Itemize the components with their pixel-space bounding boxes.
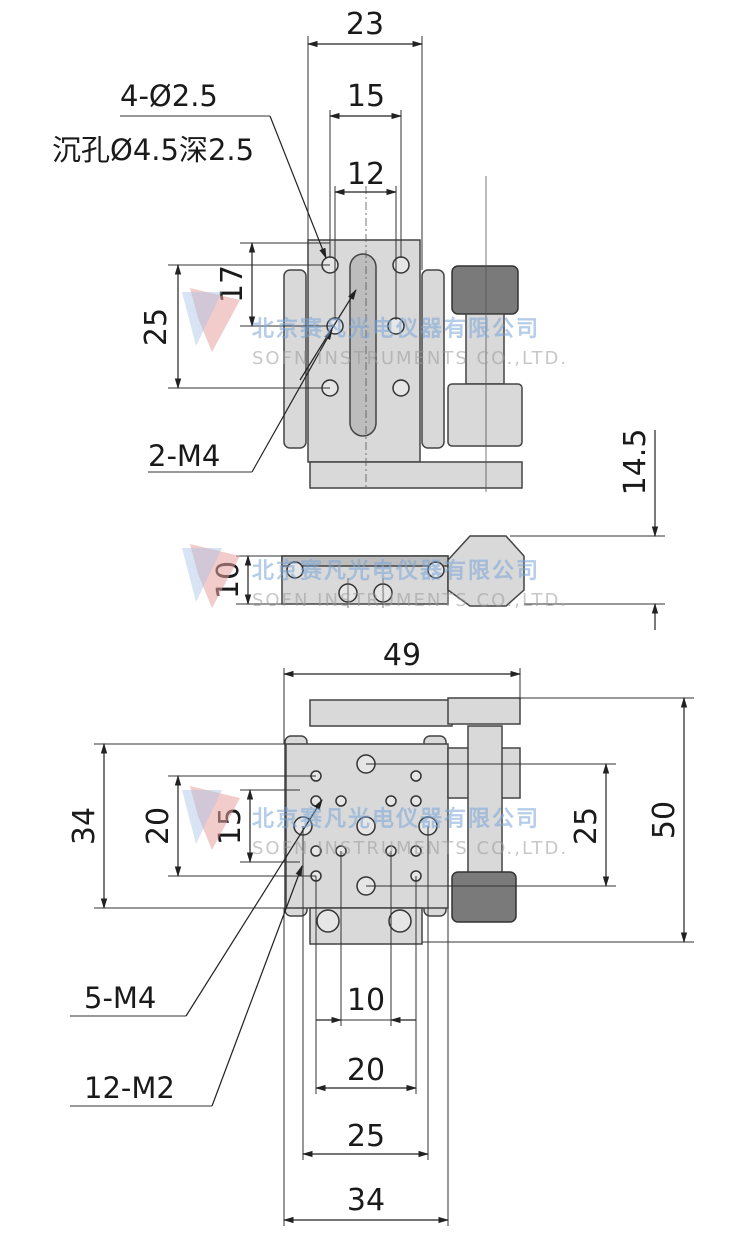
dim-25-bottom: 25 — [347, 1119, 385, 1154]
dim-15: 15 — [347, 79, 385, 114]
center-slot — [349, 253, 377, 437]
watermark-en: SOFN INSTRUMENTS CO.,LTD. — [252, 348, 568, 369]
micrometer-knob — [451, 265, 519, 315]
dim-12: 12 — [347, 157, 385, 192]
callout-2-m4: 2-M4 — [148, 439, 220, 473]
micrometer-body-b — [447, 697, 521, 725]
hole — [392, 379, 410, 397]
dim-49: 49 — [383, 638, 421, 673]
watermark-cn: 北京赛凡光电仪器有限公司 — [252, 558, 540, 584]
micrometer-body — [447, 383, 523, 447]
watermark-1: 北京赛凡光电仪器有限公司 SOFN INSTRUMENTS CO.,LTD. — [182, 288, 568, 369]
counterbore — [316, 909, 340, 933]
bottom-view: 49 34 20 15 25 50 10 — [67, 638, 694, 1226]
micrometer-knob-b — [451, 871, 517, 923]
m4-hole — [356, 816, 376, 836]
callout-counterbore: 沉孔Ø4.5深2.5 — [52, 133, 254, 167]
watermark-2: 北京赛凡光电仪器有限公司 SOFN INSTRUMENTS CO.,LTD. — [182, 544, 568, 611]
dim-50: 50 — [647, 801, 682, 839]
screw — [286, 561, 304, 579]
watermark-cn: 北京赛凡光电仪器有限公司 — [252, 316, 540, 342]
logo-icon — [190, 786, 240, 850]
dim-34-vertical: 34 — [67, 807, 102, 845]
upper-strip — [309, 699, 453, 727]
dim-34-bottom: 34 — [347, 1183, 385, 1218]
callout-4-dia-2-5: 4-Ø2.5 — [120, 79, 218, 113]
dim-20-vertical: 20 — [141, 807, 176, 845]
callout-5-m4: 5-M4 — [84, 981, 156, 1015]
dim-25-right: 25 — [569, 807, 604, 845]
callout-12-m2: 12-M2 — [84, 1071, 175, 1105]
dim-25-top: 25 — [139, 308, 174, 346]
base-strip — [309, 461, 523, 489]
dim-20-bottom: 20 — [347, 1053, 385, 1088]
counterbore — [388, 909, 412, 933]
logo-icon — [190, 288, 240, 352]
watermark-en: SOFN INSTRUMENTS CO.,LTD. — [252, 590, 568, 611]
side-view: 10 14.5 — [211, 429, 665, 630]
hole — [392, 256, 410, 274]
watermark-en: SOFN INSTRUMENTS CO.,LTD. — [252, 838, 568, 859]
top-view: 23 15 12 25 17 4-Ø2.5 沉孔Ø4.5深2.5 2-M4 — [52, 7, 523, 492]
side-micrometer — [447, 535, 525, 607]
dim-14-5: 14.5 — [618, 429, 653, 496]
watermark-cn: 北京赛凡光电仪器有限公司 — [252, 806, 540, 832]
watermark-3: 北京赛凡光电仪器有限公司 SOFN INSTRUMENTS CO.,LTD. — [182, 786, 568, 859]
screw — [427, 561, 445, 579]
left-rail — [283, 269, 307, 449]
logo-icon — [190, 544, 240, 608]
right-rail — [421, 269, 445, 449]
micrometer-barrel — [465, 313, 505, 385]
dim-10-bottom: 10 — [347, 983, 385, 1018]
dim-23: 23 — [346, 7, 384, 42]
